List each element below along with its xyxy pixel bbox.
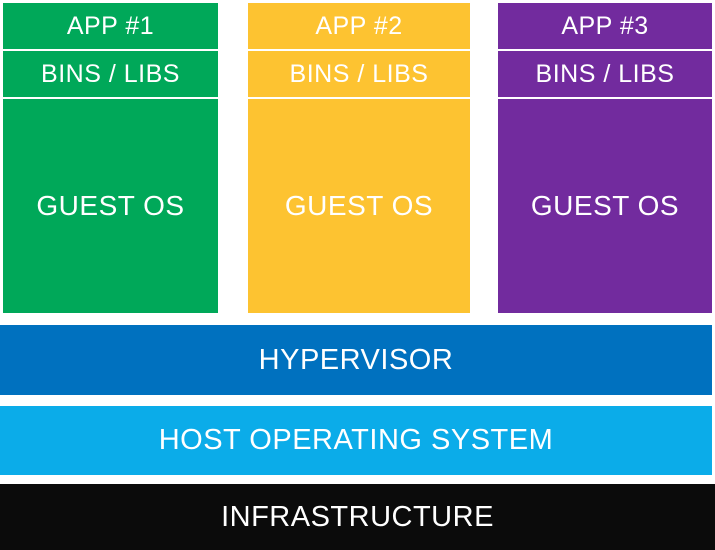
app-box: APP #2 bbox=[248, 3, 470, 49]
vm-column-1: APP #1 BINS / LIBS GUEST OS bbox=[3, 3, 218, 313]
guest-os-box: GUEST OS bbox=[3, 99, 218, 313]
bins-libs-box: BINS / LIBS bbox=[498, 51, 712, 97]
guest-os-box: GUEST OS bbox=[248, 99, 470, 313]
vm-column-2: APP #2 BINS / LIBS GUEST OS bbox=[248, 3, 470, 313]
app-box: APP #1 bbox=[3, 3, 218, 49]
hypervisor-layer: HYPERVISOR bbox=[0, 325, 712, 395]
host-os-layer: HOST OPERATING SYSTEM bbox=[0, 406, 712, 475]
infrastructure-layer: INFRASTRUCTURE bbox=[0, 484, 715, 550]
vm-column-3: APP #3 BINS / LIBS GUEST OS bbox=[498, 3, 712, 313]
bins-libs-box: BINS / LIBS bbox=[3, 51, 218, 97]
bins-libs-box: BINS / LIBS bbox=[248, 51, 470, 97]
app-box: APP #3 bbox=[498, 3, 712, 49]
guest-os-box: GUEST OS bbox=[498, 99, 712, 313]
vm-columns: APP #1 BINS / LIBS GUEST OS APP #2 BINS … bbox=[3, 3, 712, 313]
